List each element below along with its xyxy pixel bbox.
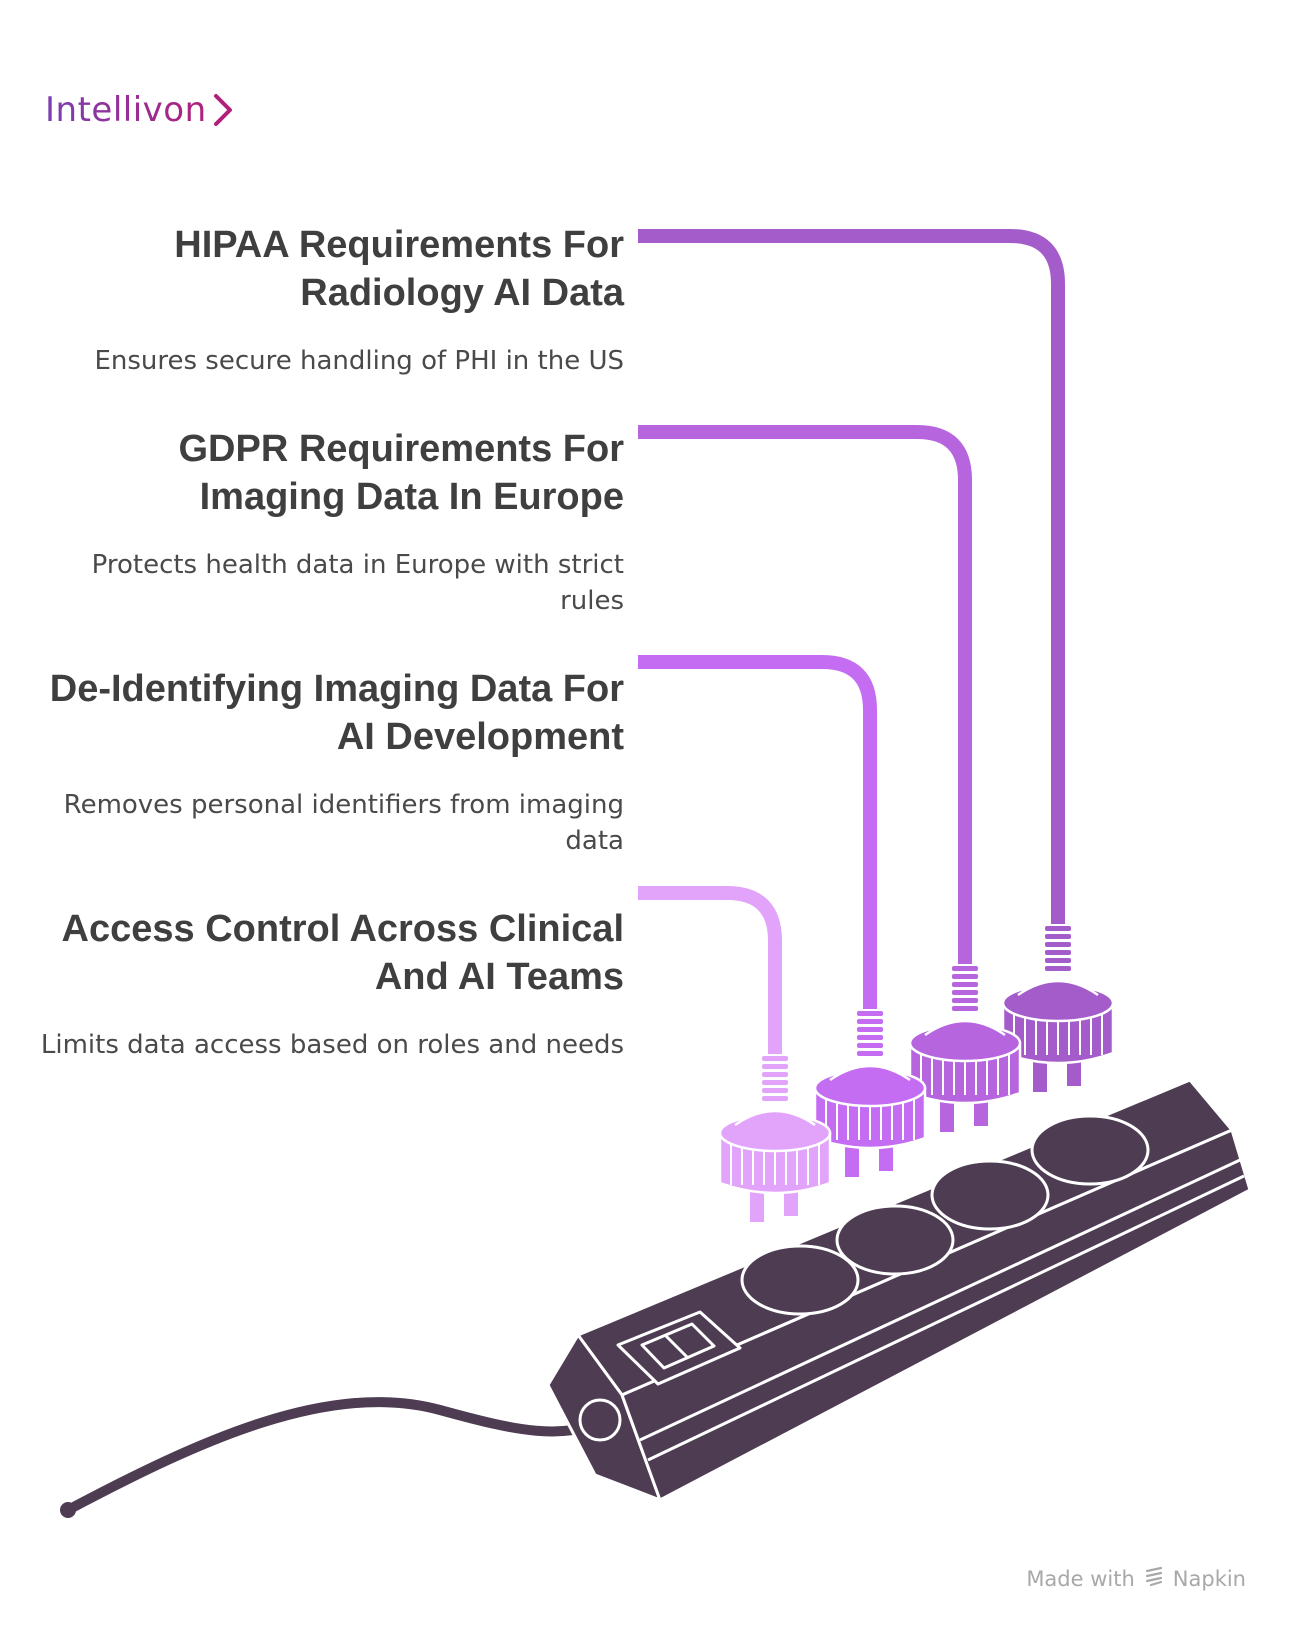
- item-title: GDPR Requirements For Imaging Data In Eu…: [178, 428, 624, 518]
- plug-1: [1001, 924, 1115, 1094]
- strip-top: [576, 1078, 1234, 1397]
- cable-3: [638, 655, 877, 1010]
- switch: [616, 1310, 742, 1386]
- item-description: Ensures secure handling of PHI in the US: [94, 346, 624, 376]
- power-cord: [63, 1397, 615, 1515]
- napkin-label: Napkin: [1172, 1566, 1246, 1591]
- item-description: Removes personal identifiers from imagin…: [63, 790, 624, 856]
- strip-side: [620, 1128, 1252, 1502]
- plug-2: [908, 964, 1022, 1134]
- strip-groove: [639, 1158, 1241, 1442]
- strip-front: [546, 1333, 662, 1502]
- napkin-icon: [1143, 1565, 1165, 1592]
- plug-3: [813, 1009, 927, 1179]
- strip-groove: [647, 1174, 1245, 1462]
- item-gdpr: GDPR Requirements For Imaging Data In Eu…: [24, 425, 624, 619]
- cable-4: [638, 886, 782, 1055]
- made-with-credit: Made with Napkin: [1026, 1565, 1246, 1592]
- brand-logo: Intellivon: [45, 90, 235, 130]
- plugs: [638, 229, 1115, 1224]
- chevron-right-icon: [211, 92, 235, 128]
- outlet: [930, 1159, 1050, 1231]
- cord-socket: [578, 1398, 622, 1442]
- item-deidentifying: De-Identifying Imaging Data For AI Devel…: [24, 665, 624, 859]
- item-description: Protects health data in Europe with stri…: [91, 550, 624, 616]
- power-strip: [546, 1078, 1252, 1502]
- outlet: [1030, 1114, 1150, 1186]
- cable-2: [638, 425, 972, 965]
- made-with-label: Made with: [1026, 1566, 1135, 1591]
- item-access-control: Access Control Across Clinical And AI Te…: [24, 905, 624, 1063]
- plug-4: [718, 1054, 832, 1224]
- outlet: [740, 1244, 860, 1316]
- brand-name: Intellivon: [45, 90, 207, 130]
- item-title: De-Identifying Imaging Data For AI Devel…: [49, 668, 624, 758]
- item-hipaa: HIPAA Requirements For Radiology AI Data…: [24, 221, 624, 379]
- item-title: Access Control Across Clinical And AI Te…: [61, 908, 624, 998]
- item-title: HIPAA Requirements For Radiology AI Data: [174, 224, 624, 314]
- cable-1: [638, 229, 1065, 925]
- cord-end: [60, 1502, 76, 1518]
- outlet: [835, 1204, 955, 1276]
- item-description: Limits data access based on roles and ne…: [40, 1030, 624, 1060]
